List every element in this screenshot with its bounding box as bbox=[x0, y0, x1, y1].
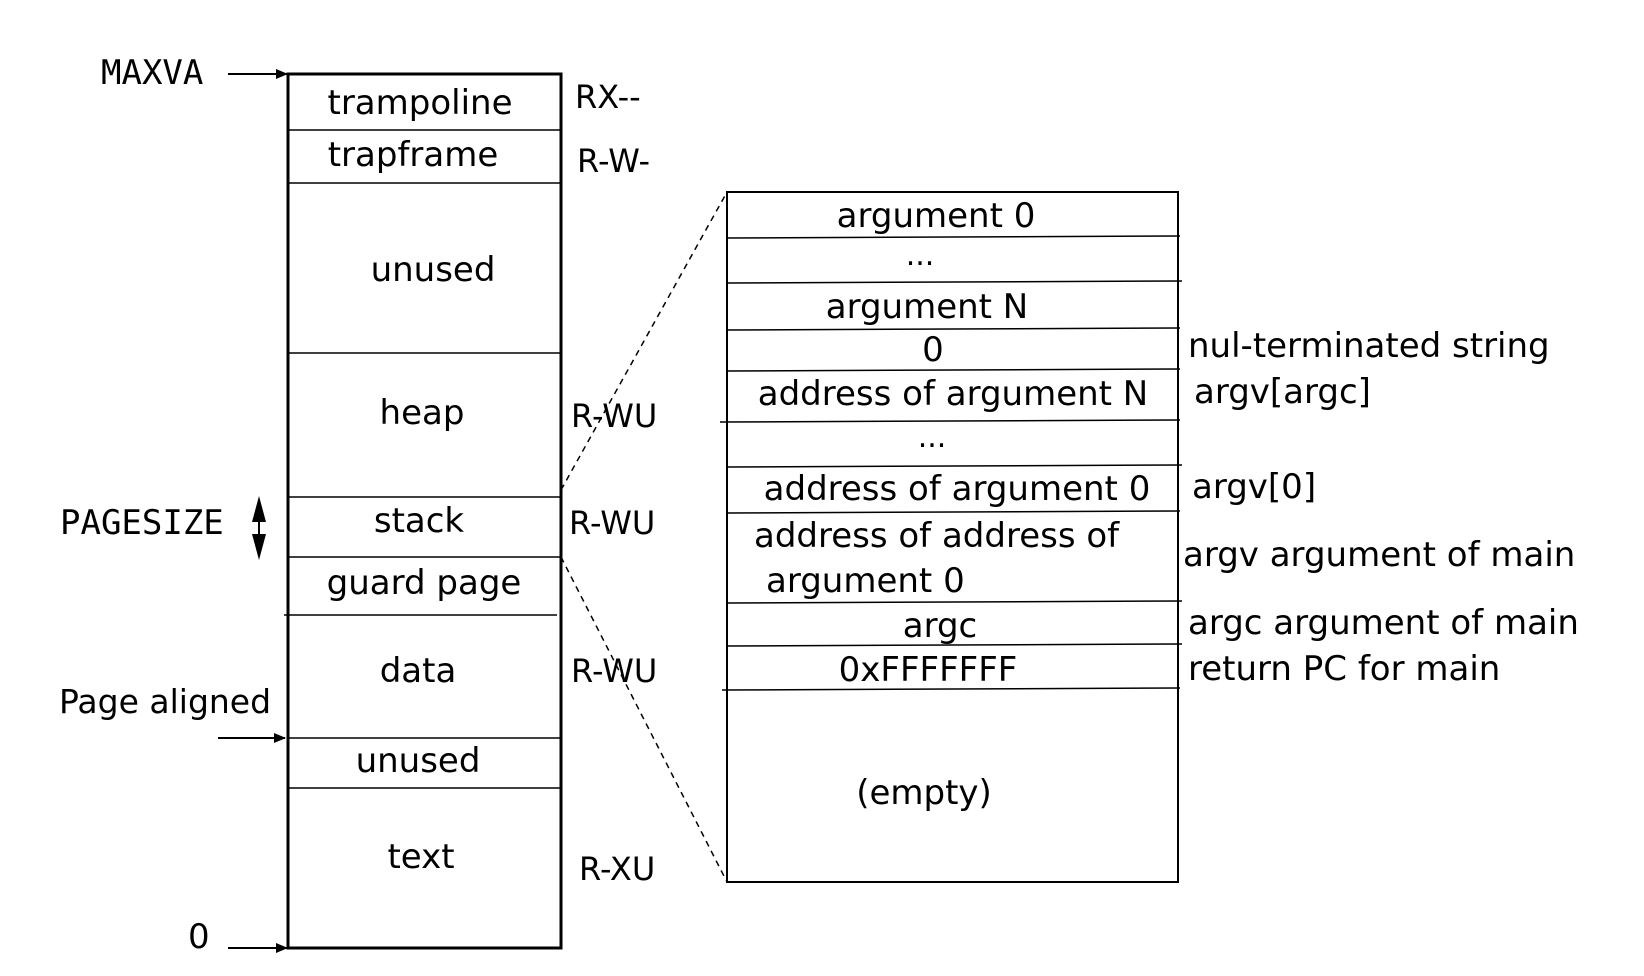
annotation-argv-0: argv[0] bbox=[1192, 467, 1316, 507]
label-maxva: MAXVA bbox=[101, 53, 203, 93]
address-markers: MAXVA PAGESIZE Page aligned 0 bbox=[59, 53, 288, 957]
perm-trapframe: R-W- bbox=[577, 142, 650, 180]
cell-address-of-address-line2: argument 0 bbox=[766, 561, 965, 601]
region-stack: stack bbox=[374, 501, 465, 541]
perm-heap: R-WU bbox=[571, 397, 657, 435]
region-trapframe: trapframe bbox=[328, 135, 499, 175]
cell-empty: (empty) bbox=[856, 773, 992, 813]
stack-divider bbox=[719, 419, 1181, 423]
cell-address-of-address-line1: address of address of bbox=[754, 516, 1120, 556]
stack-divider bbox=[726, 643, 1183, 647]
zoom-line-bottom bbox=[560, 556, 728, 883]
stack-divider bbox=[726, 510, 1181, 514]
label-pagesize: PAGESIZE bbox=[60, 503, 224, 543]
annotation-argc-argument: argc argument of main bbox=[1188, 603, 1579, 643]
cell-ellipsis-1: ... bbox=[906, 238, 935, 273]
label-page-aligned: Page aligned bbox=[59, 682, 271, 721]
stack-divider bbox=[726, 600, 1183, 604]
permission-labels: RX-- R-W- R-WU R-WU R-WU R-XU bbox=[569, 78, 657, 888]
region-heap: heap bbox=[380, 393, 465, 433]
stack-divider bbox=[726, 280, 1183, 284]
address-space-outline bbox=[286, 72, 563, 950]
stack-detail-column: argument 0 ... argument N 0 address of a… bbox=[719, 191, 1183, 883]
cell-address-of-argument-n: address of argument N bbox=[758, 374, 1148, 414]
cell-ellipsis-2: ... bbox=[918, 420, 947, 455]
annotation-argv-argc: argv[argc] bbox=[1194, 372, 1371, 412]
stack-detail-outline bbox=[726, 191, 1179, 883]
perm-trampoline: RX-- bbox=[575, 78, 641, 116]
cell-argc: argc bbox=[903, 606, 978, 646]
annotation-return-pc: return PC for main bbox=[1188, 649, 1500, 689]
cell-address-of-argument-0: address of argument 0 bbox=[764, 469, 1151, 509]
region-unused-bottom: unused bbox=[356, 741, 481, 781]
cell-nul-zero: 0 bbox=[922, 330, 944, 370]
stack-divider bbox=[726, 327, 1181, 331]
zoom-line-top bbox=[560, 191, 728, 491]
stack-divider bbox=[721, 687, 1181, 691]
pagesize-double-arrow-icon bbox=[252, 496, 266, 560]
region-guard-page: guard page bbox=[327, 563, 522, 603]
annotation-argv-argument: argv argument of main bbox=[1183, 535, 1575, 575]
label-zero: 0 bbox=[188, 917, 210, 957]
perm-stack: R-WU bbox=[569, 504, 655, 542]
address-space-column: trampoline trapframe unused heap stack g… bbox=[284, 72, 563, 950]
cell-return-pc: 0xFFFFFFF bbox=[839, 650, 1018, 690]
stack-divider bbox=[726, 368, 1181, 372]
region-unused-top: unused bbox=[371, 250, 496, 290]
perm-data: R-WU bbox=[571, 652, 657, 690]
stack-annotations: nul-terminated string argv[argc] argv[0]… bbox=[1183, 326, 1579, 689]
zoom-connectors bbox=[560, 191, 728, 883]
cell-argument-0: argument 0 bbox=[837, 196, 1036, 236]
stack-divider bbox=[726, 464, 1183, 468]
region-trampoline: trampoline bbox=[327, 83, 512, 123]
perm-text: R-XU bbox=[579, 850, 655, 888]
cell-argument-n: argument N bbox=[826, 287, 1029, 327]
region-data: data bbox=[380, 651, 457, 691]
annotation-nul-terminated: nul-terminated string bbox=[1188, 326, 1550, 366]
region-text: text bbox=[387, 837, 454, 877]
stack-divider bbox=[726, 235, 1181, 239]
